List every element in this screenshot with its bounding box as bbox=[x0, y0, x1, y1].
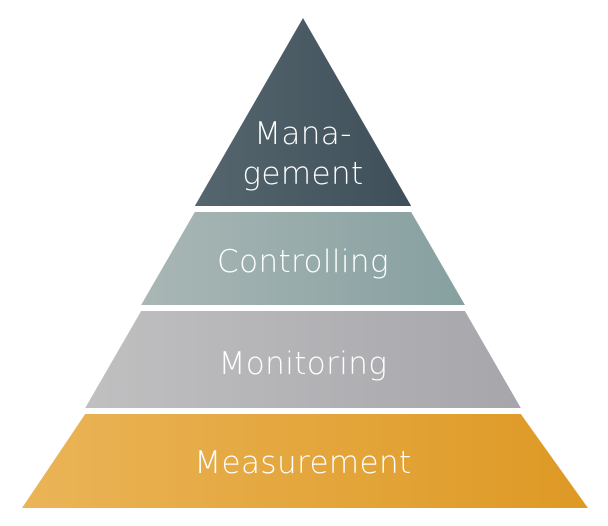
tier-controlling-shape[interactable] bbox=[141, 212, 465, 305]
tier-monitoring-label: Monitoring bbox=[219, 346, 388, 382]
tier-measurement-label: Measurement bbox=[194, 445, 411, 481]
tier-management-shape[interactable] bbox=[194, 18, 412, 206]
tier-measurement-shape[interactable] bbox=[22, 414, 588, 508]
tier-management-label-line-2: gement bbox=[242, 156, 363, 192]
tier-controlling-label: Controlling bbox=[217, 244, 389, 280]
tier-management-label-line-1: Mana- bbox=[254, 116, 352, 152]
pyramid-tier-management[interactable]: Mana- gement bbox=[194, 18, 412, 206]
tier-monitoring-shape[interactable] bbox=[85, 311, 521, 408]
pyramid-tier-controlling[interactable]: Controlling bbox=[141, 212, 465, 305]
pyramid-tier-measurement[interactable]: Measurement bbox=[22, 414, 588, 508]
pyramid-tier-monitoring[interactable]: Monitoring bbox=[85, 311, 521, 408]
